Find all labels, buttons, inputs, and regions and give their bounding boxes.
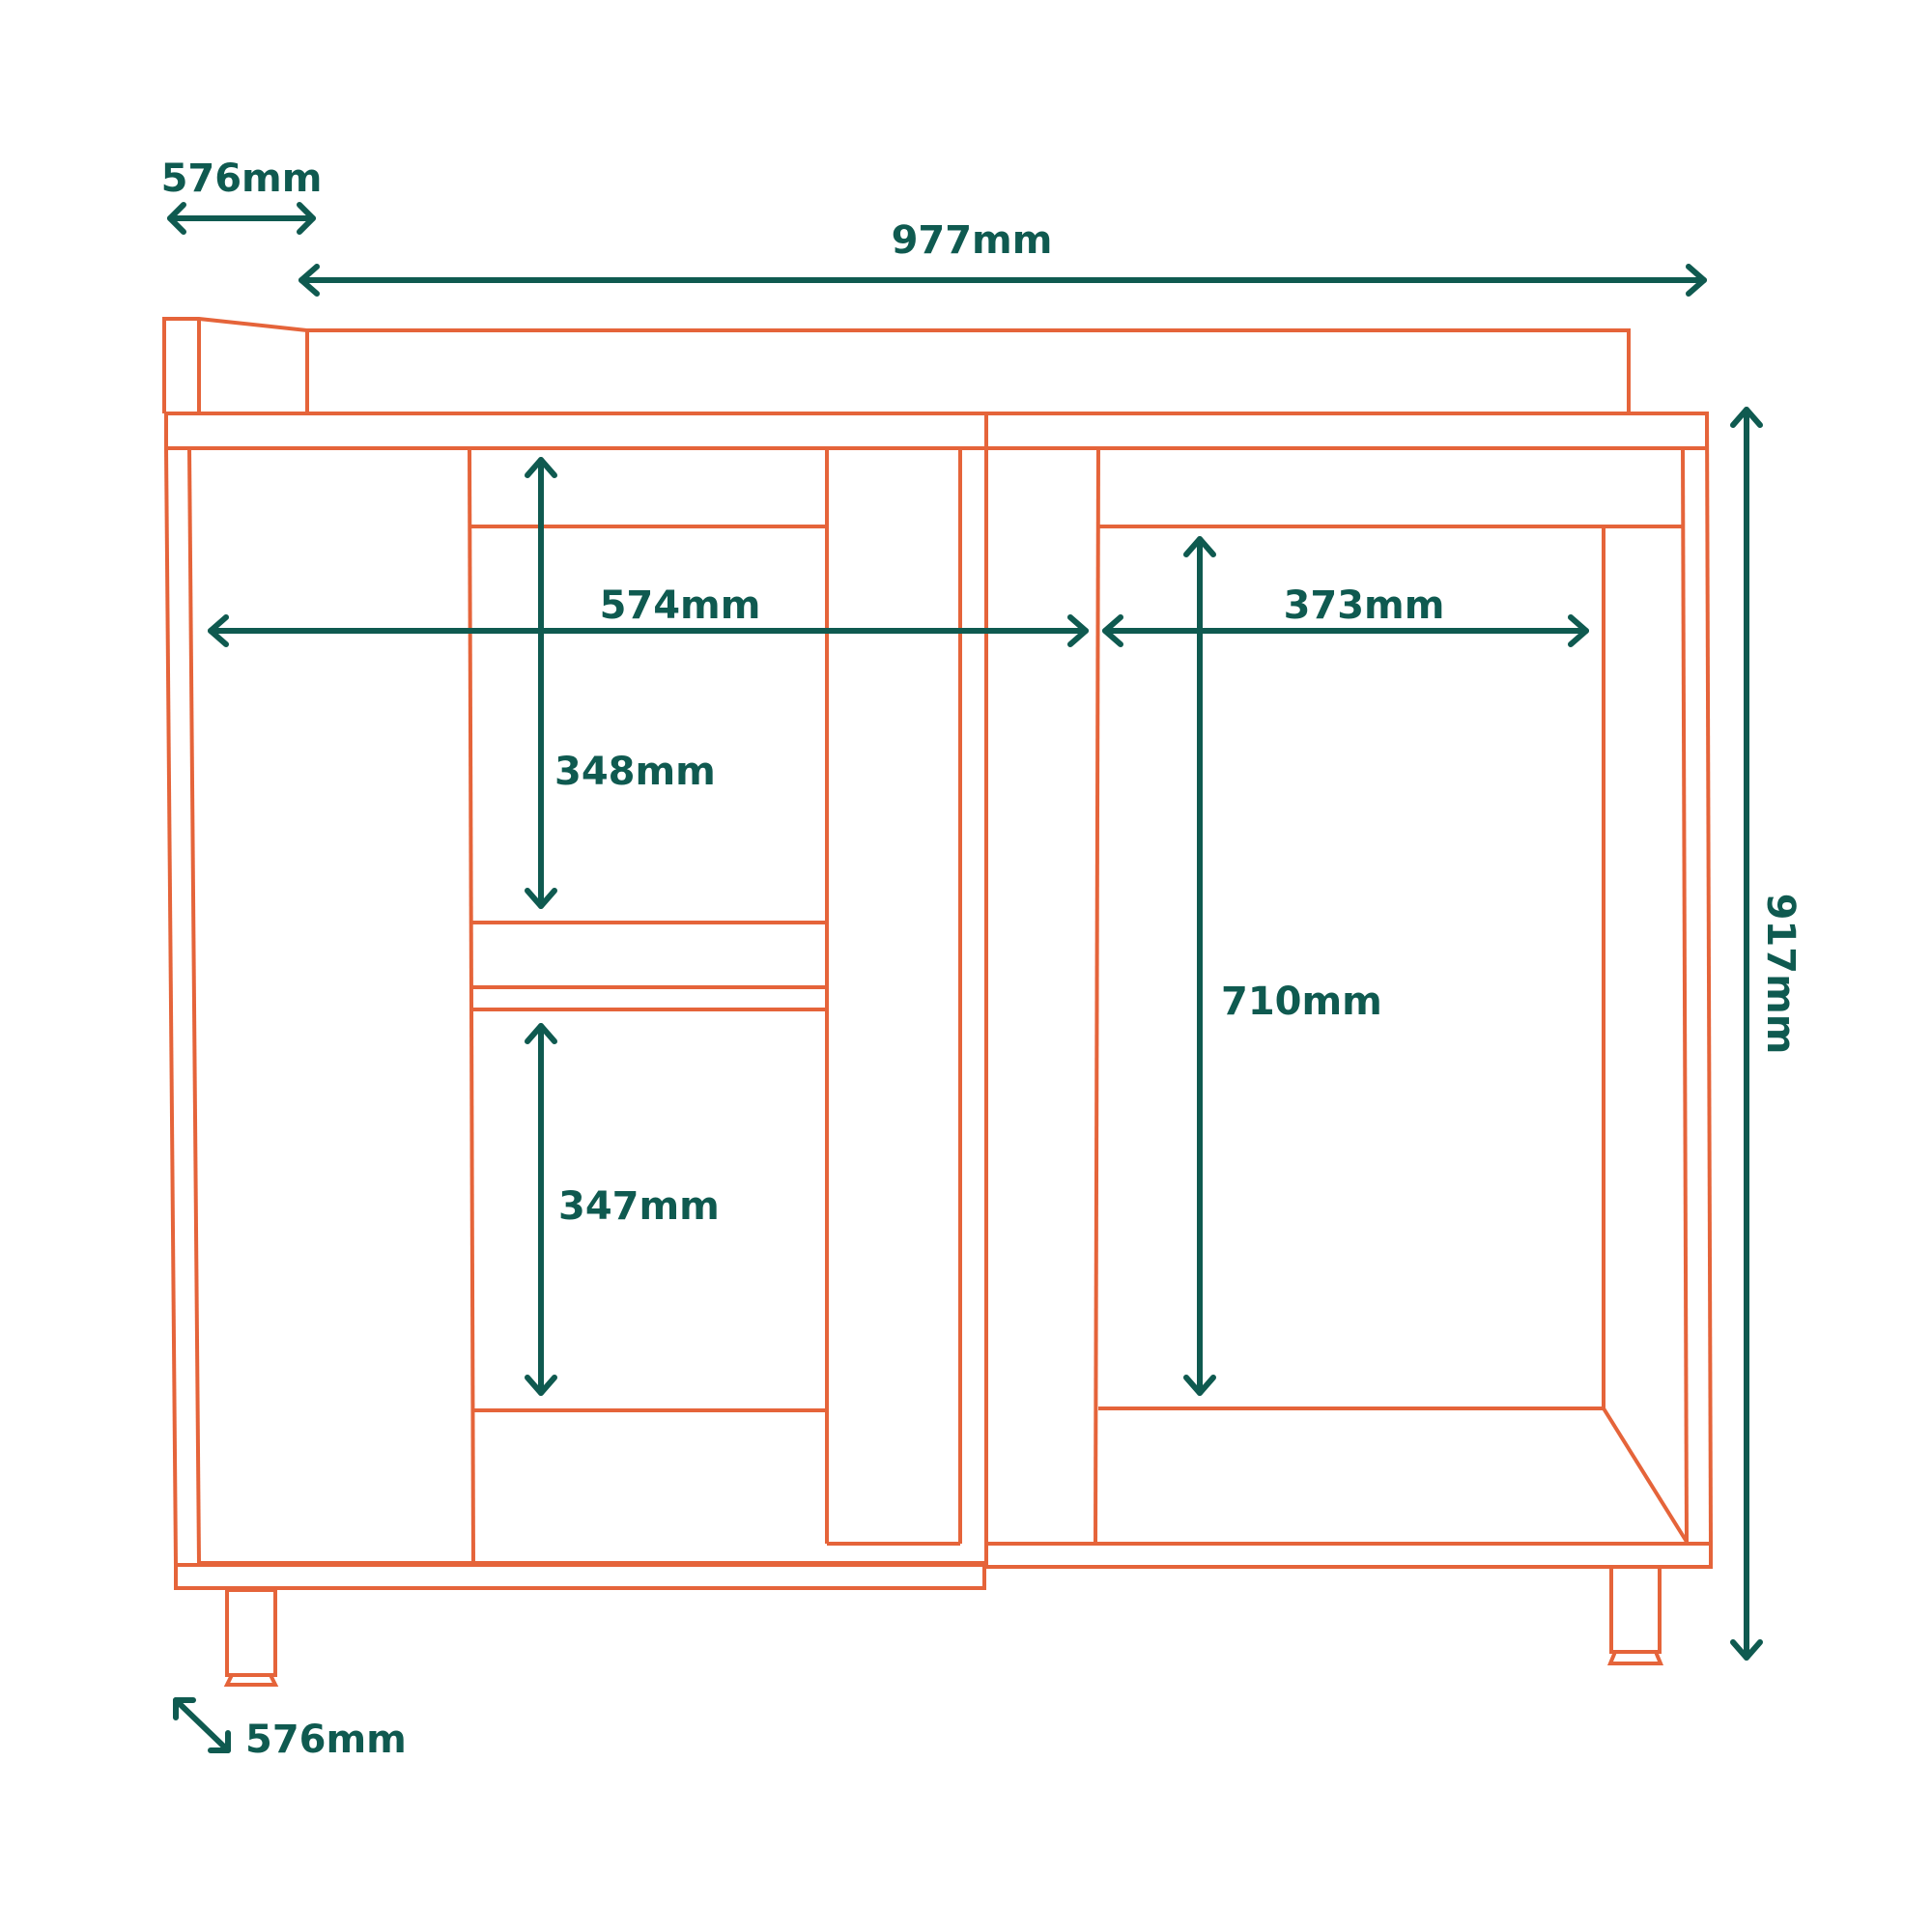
worktop-left — [164, 412, 988, 450]
width-label: 977mm — [892, 218, 1053, 263]
door-height-arrow — [1183, 536, 1216, 1396]
bottom-shelf-arrow — [525, 1023, 557, 1396]
right-side-inner — [1681, 447, 1689, 1543]
door-width-label: 373mm — [1284, 583, 1445, 628]
right-foot-pad — [1607, 1650, 1663, 1665]
top-shelf-height-label: 348mm — [554, 750, 716, 794]
depth-bottom-arrow — [173, 1697, 231, 1753]
height-arrow — [1730, 407, 1763, 1661]
left-plinth — [174, 1563, 986, 1590]
depth-top-label: 576mm — [161, 156, 323, 201]
drawer-width-arrow — [208, 614, 1089, 647]
left-side-outer — [164, 447, 178, 1566]
left-foot-pad — [223, 1673, 279, 1687]
dimension-lines — [167, 202, 1763, 1753]
right-side-outer — [1705, 412, 1713, 1545]
right-plinth — [984, 1542, 1713, 1569]
left-foot — [225, 1588, 277, 1677]
depth-top-arrow — [167, 202, 316, 235]
door-width-arrow — [1102, 614, 1589, 647]
drawer-width-label: 574mm — [600, 583, 761, 628]
worktop-right — [984, 412, 1709, 450]
backsplash-back — [307, 328, 1631, 413]
bottom-shelf-height-label: 347mm — [558, 1184, 720, 1229]
height-label: 917mm — [1758, 894, 1803, 1055]
door-height-label: 710mm — [1221, 980, 1382, 1024]
top-shelf-arrow — [525, 457, 557, 909]
width-arrow — [298, 264, 1707, 297]
right-foot — [1609, 1565, 1662, 1654]
depth-bottom-label: 576mm — [245, 1718, 407, 1762]
left-side-inner — [187, 447, 201, 1564]
cabinet-drawing — [162, 317, 1713, 1687]
right-floor-diagonal — [1602, 1406, 1689, 1544]
right-door-left-edge — [1094, 447, 1100, 1545]
left-door-edge — [468, 447, 475, 1564]
backsplash-side — [162, 317, 309, 413]
dimension-labels: 576mm 977mm 574mm 373mm 348mm 347mm 710m… — [161, 156, 1803, 1762]
